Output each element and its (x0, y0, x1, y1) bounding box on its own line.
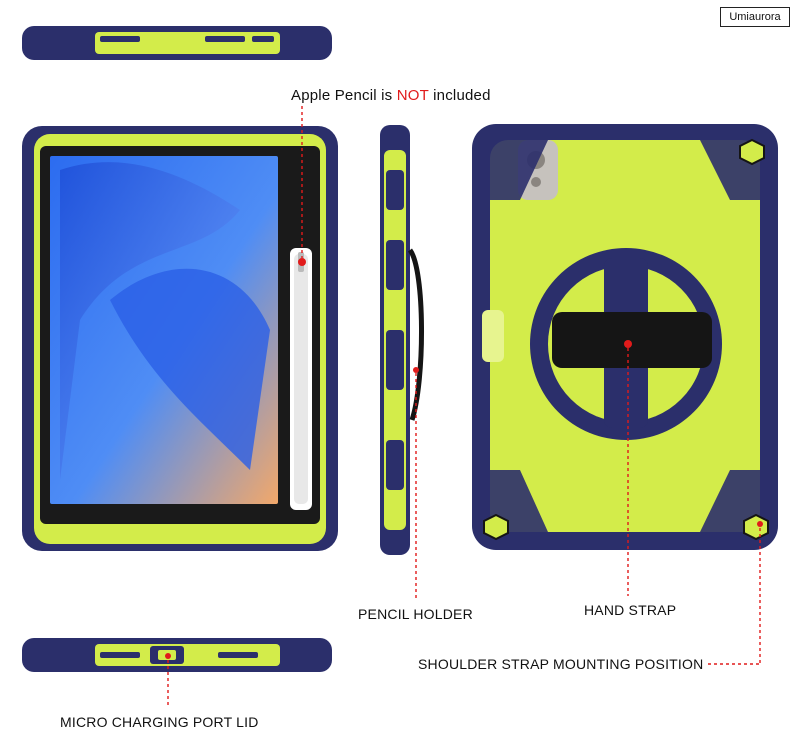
brand-logo: Umiaurora (720, 7, 790, 27)
pencil-not-included-note: Apple Pencil is NOT included (291, 87, 491, 104)
back-view (472, 124, 778, 550)
shoulder-strap-label: SHOULDER STRAP MOUNTING POSITION (418, 656, 704, 672)
side-view (380, 125, 424, 555)
front-view (22, 126, 338, 551)
bottom-edge-view (22, 638, 332, 672)
charging-port-lid-label: MICRO CHARGING PORT LID (60, 714, 259, 730)
not-emphasis: NOT (396, 87, 429, 104)
hand-strap-label: HAND STRAP (584, 602, 677, 618)
pencil-holder-label: PENCIL HOLDER (358, 606, 473, 622)
top-edge-view (22, 26, 332, 60)
callout-lines (167, 106, 761, 708)
